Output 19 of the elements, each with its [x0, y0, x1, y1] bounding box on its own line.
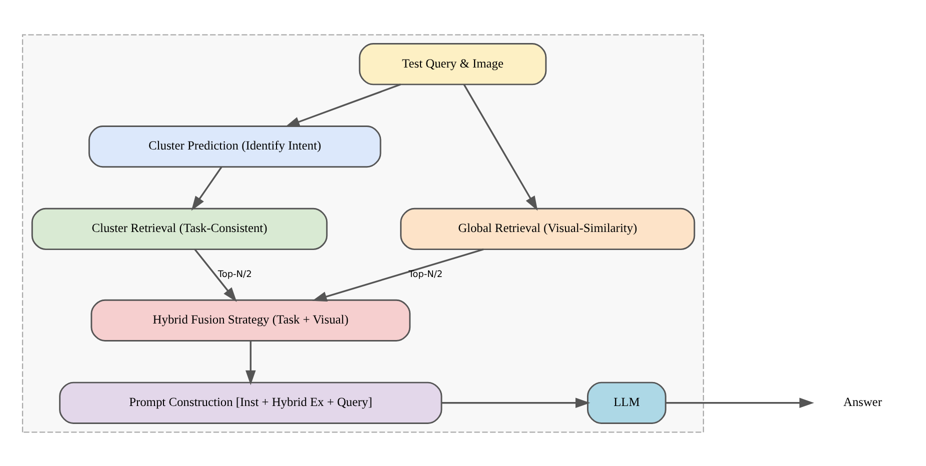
node-text: Answer	[842, 394, 882, 409]
arrow	[441, 397, 590, 408]
node-box: Cluster Prediction (Identify Intent)	[88, 125, 381, 168]
edge-label: Top-N/2	[217, 269, 252, 280]
node-box: Prompt Construction [Inst + Hybrid Ex + Query]	[58, 381, 442, 424]
node-box: Global Retrieval (Visual-Similarity)	[400, 207, 695, 250]
node-box: Hybrid Fusion Strategy (Task + Visual)	[90, 298, 410, 341]
arrow	[665, 397, 814, 408]
arrow	[245, 340, 256, 385]
arrow	[284, 83, 400, 126]
arrow	[194, 248, 236, 302]
arrow	[190, 166, 222, 210]
node-box: LLM	[586, 381, 666, 424]
node-box: Test Query & Image	[358, 42, 546, 85]
arrow	[462, 84, 538, 210]
cluster	[21, 34, 704, 432]
node-box: Cluster Retrieval (Task-Consistent)	[30, 207, 328, 250]
edge-label: Top-N/2	[408, 269, 442, 280]
arrow	[312, 248, 484, 302]
